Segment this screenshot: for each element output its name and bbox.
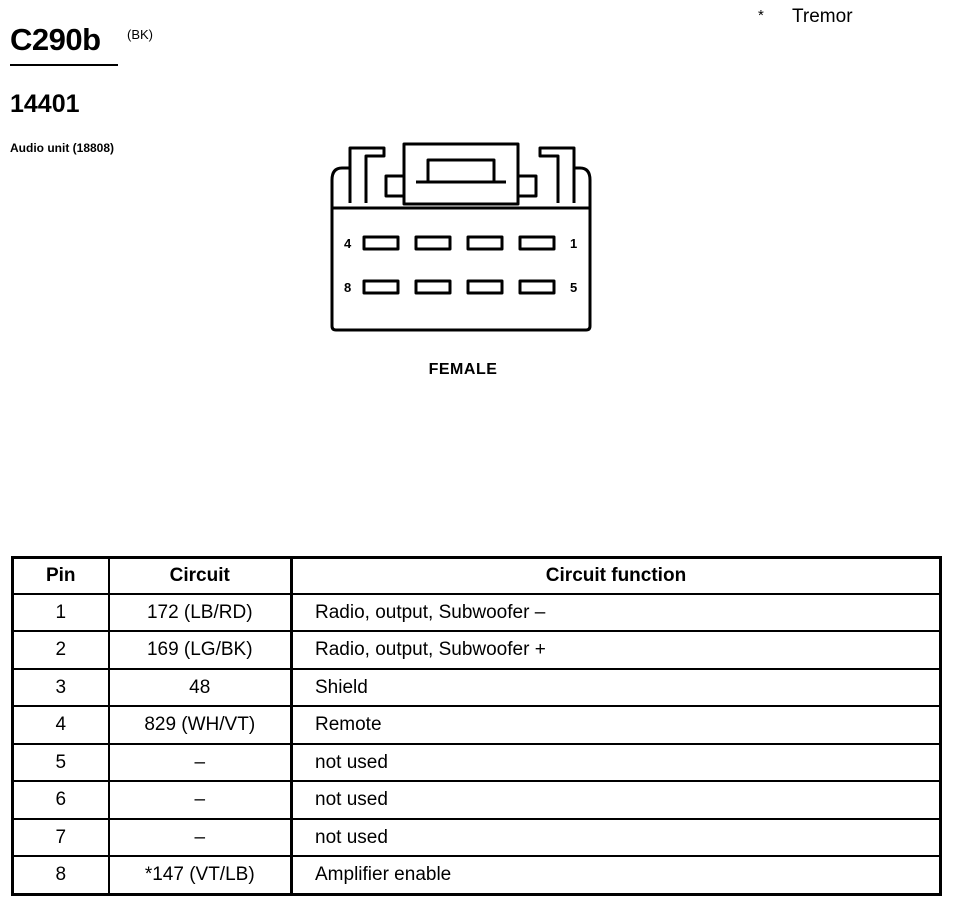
function-cell: Radio, output, Subwoofer – [290, 592, 942, 633]
pin-cell: 3 [11, 667, 110, 708]
table-row: 4 829 (WH/VT) Remote [11, 705, 942, 745]
circuit-cell: – [107, 817, 293, 858]
circuit-cell: 829 (WH/VT) [107, 705, 293, 745]
table-row: 7 – not used [11, 817, 942, 858]
function-cell: not used [290, 817, 942, 858]
note-text: Tremor [792, 6, 853, 27]
pin-cell: 2 [11, 630, 110, 670]
pin-label-1: 1 [570, 236, 577, 251]
pin-cell: 1 [11, 592, 110, 633]
table-row: 8 *147 (VT/LB) Amplifier enable [11, 855, 942, 896]
function-cell: Shield [290, 667, 942, 708]
table-header-row: Pin Circuit Circuit function [11, 556, 942, 595]
table-row: 6 – not used [11, 780, 942, 820]
function-cell: Remote [290, 705, 942, 745]
pin-cell: 4 [11, 705, 110, 745]
pin-cavity-8 [362, 279, 400, 295]
pin-cell: 7 [11, 817, 110, 858]
circuit-cell: – [107, 742, 293, 783]
right-latch [538, 146, 576, 203]
connector-housing [330, 166, 592, 332]
circuit-cell: 169 (LG/BK) [107, 630, 293, 670]
lock-tab-right [516, 174, 538, 198]
connector-face-diagram: 4 1 8 5 [330, 142, 592, 332]
table-row: 5 – not used [11, 742, 942, 783]
left-latch [348, 146, 386, 203]
circuit-cell: – [107, 780, 293, 820]
function-cell: Radio, output, Subwoofer + [290, 630, 942, 670]
center-lock [402, 142, 520, 206]
pin-label-4: 4 [344, 236, 352, 251]
pin-cavity-6 [466, 279, 504, 295]
header-pin: Pin [11, 556, 110, 595]
pinout-table: Pin Circuit Circuit function 1 172 (LB/R… [11, 556, 942, 896]
circuit-cell: 48 [107, 667, 293, 708]
header-circuit: Circuit [107, 556, 293, 595]
pin-cell: 5 [11, 742, 110, 783]
connector-title: C290b [10, 22, 101, 57]
pin-cavity-2 [466, 235, 504, 251]
circuit-cell: 172 (LB/RD) [107, 592, 293, 633]
function-cell: Amplifier enable [290, 855, 942, 896]
pin-cell: 8 [11, 855, 110, 896]
part-number: 14401 [10, 90, 80, 118]
pin-cavity-4 [362, 235, 400, 251]
component-name: Audio unit (18808) [10, 141, 115, 155]
pin-label-5: 5 [570, 280, 577, 295]
circuit-cell: *147 (VT/LB) [107, 855, 293, 896]
function-cell: not used [290, 780, 942, 820]
table-row: 1 172 (LB/RD) Radio, output, Subwoofer – [11, 592, 942, 633]
pin-cavity-5 [518, 279, 556, 295]
housing-left-shoulder [330, 166, 352, 203]
center-lock-window [426, 158, 496, 184]
lock-tab-left [384, 174, 406, 198]
header-circuit-function: Circuit function [290, 556, 942, 595]
pin-cavity-3 [414, 235, 452, 251]
pin-label-8: 8 [344, 280, 351, 295]
connector-color-code: (BK) [127, 27, 153, 42]
title-underline [10, 64, 118, 66]
function-cell: not used [290, 742, 942, 783]
pin-cavity-7 [414, 279, 452, 295]
table-row: 2 169 (LG/BK) Radio, output, Subwoofer + [11, 630, 942, 670]
note-marker: * [758, 7, 764, 24]
table-row: 3 48 Shield [11, 667, 942, 708]
pin-cell: 6 [11, 780, 110, 820]
pin-cavity-1 [518, 235, 556, 251]
connector-gender-label: FEMALE [428, 361, 498, 378]
